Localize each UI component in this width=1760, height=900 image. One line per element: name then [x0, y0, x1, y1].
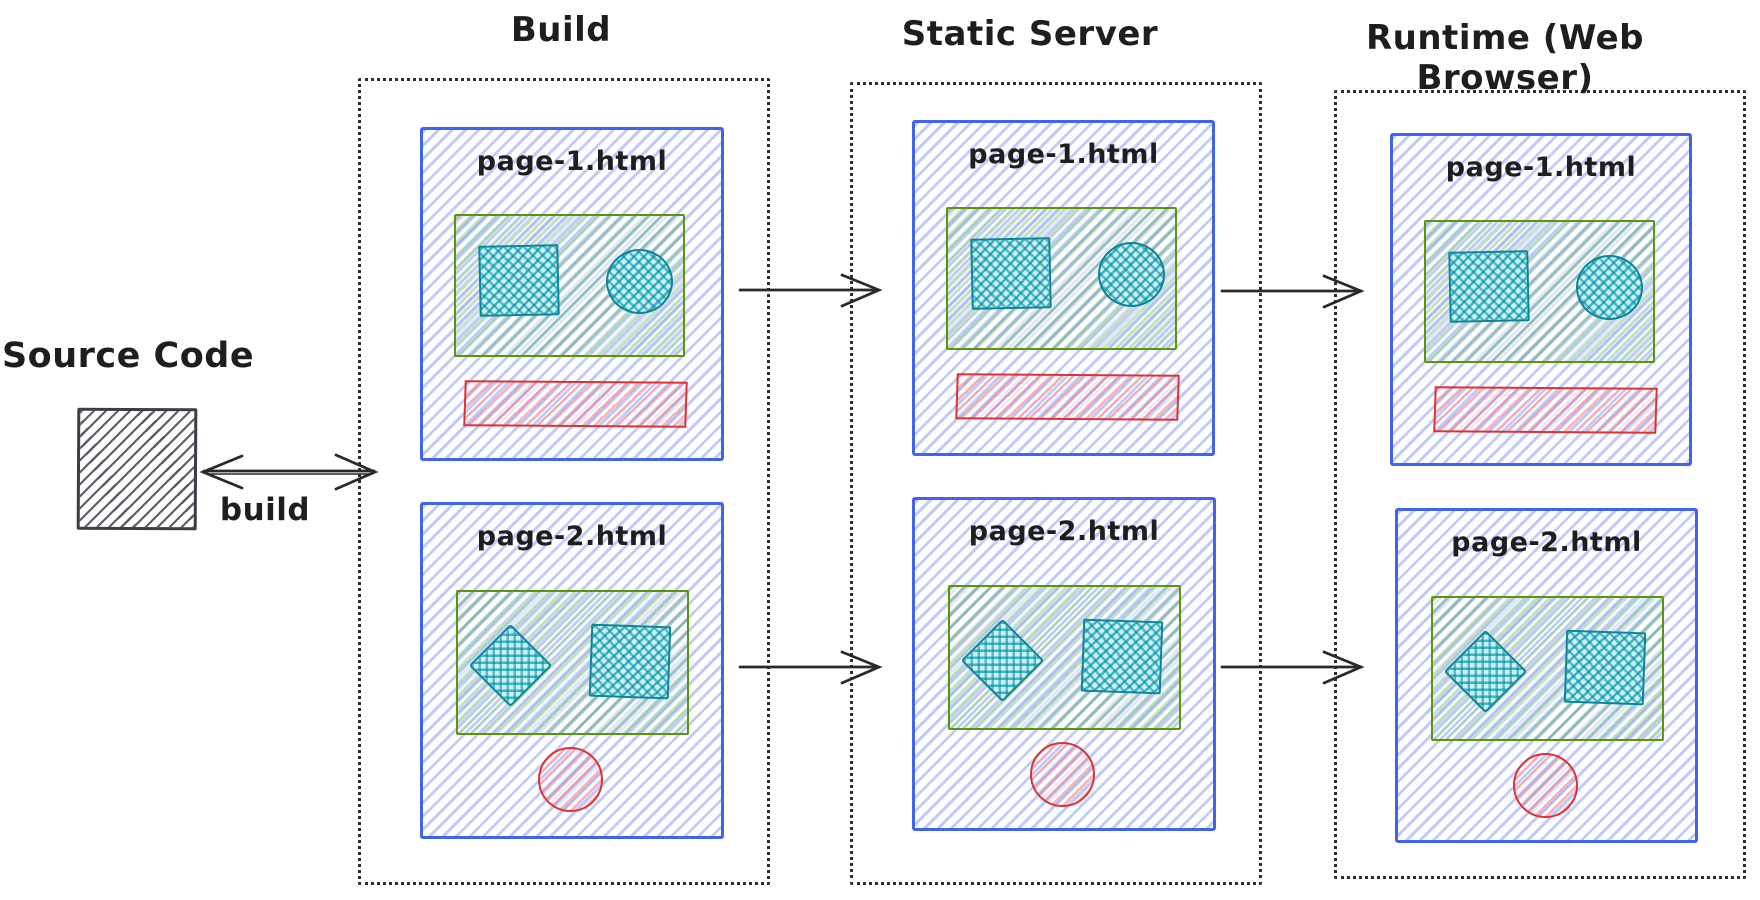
arrow-static-to-runtime-row1-icon	[1220, 269, 1370, 313]
banner-bar-icon	[1433, 386, 1658, 434]
square-shape-icon	[970, 237, 1052, 310]
page-card: page-1.html	[912, 120, 1215, 456]
diamond-shape-icon	[960, 618, 1045, 703]
page-card: page-2.html	[1395, 508, 1698, 843]
square-shape-icon	[478, 244, 560, 317]
page-filename: page-1.html	[968, 139, 1159, 170]
page-card: page-1.html	[420, 127, 724, 461]
arrow-build-to-static-row1-icon	[738, 268, 888, 312]
square-shape-icon	[588, 623, 672, 700]
media-block	[456, 590, 689, 735]
page-card: page-1.html	[1390, 133, 1692, 466]
stage-box-runtime	[1334, 90, 1746, 879]
stage-title-static-server: Static Server	[901, 14, 1159, 54]
build-edge-label: build	[219, 492, 311, 528]
arrow-build-to-static-row2-icon	[738, 645, 888, 689]
page-filename: page-1.html	[476, 146, 668, 177]
page-filename: page-2.html	[968, 516, 1160, 547]
media-block	[454, 214, 685, 357]
arrow-static-to-runtime-row2-icon	[1220, 645, 1370, 689]
stage-title-build: Build	[510, 10, 612, 50]
circle-shape-icon	[1576, 255, 1643, 320]
media-block	[948, 585, 1181, 730]
banner-bar-icon	[955, 373, 1180, 421]
media-block	[1431, 596, 1664, 741]
source-code-label: Source Code	[1, 336, 255, 376]
stage-box-static-server	[850, 82, 1262, 885]
square-shape-icon	[1563, 629, 1647, 706]
banner-bar-icon	[463, 380, 688, 428]
circle-shape-icon	[606, 249, 673, 314]
build-double-arrow-icon	[194, 449, 384, 495]
page-card: page-2.html	[420, 502, 724, 839]
source-code-square-icon	[76, 407, 198, 531]
page-filename: page-2.html	[476, 521, 668, 552]
page-filename: page-2.html	[1451, 527, 1642, 558]
dot-circle-icon	[538, 747, 603, 812]
diamond-shape-icon	[468, 623, 553, 708]
page-filename: page-1.html	[1445, 152, 1637, 183]
stage-box-build	[358, 78, 770, 885]
dot-circle-icon	[1030, 742, 1095, 807]
stage-title-runtime: Runtime (Web Browser)	[1365, 18, 1645, 98]
dot-circle-icon	[1513, 753, 1578, 818]
page-card: page-2.html	[912, 497, 1216, 831]
square-shape-icon	[1080, 618, 1164, 695]
media-block	[1424, 220, 1655, 363]
diamond-shape-icon	[1443, 629, 1528, 714]
circle-shape-icon	[1098, 242, 1165, 307]
square-shape-icon	[1448, 250, 1530, 323]
media-block	[946, 207, 1177, 350]
